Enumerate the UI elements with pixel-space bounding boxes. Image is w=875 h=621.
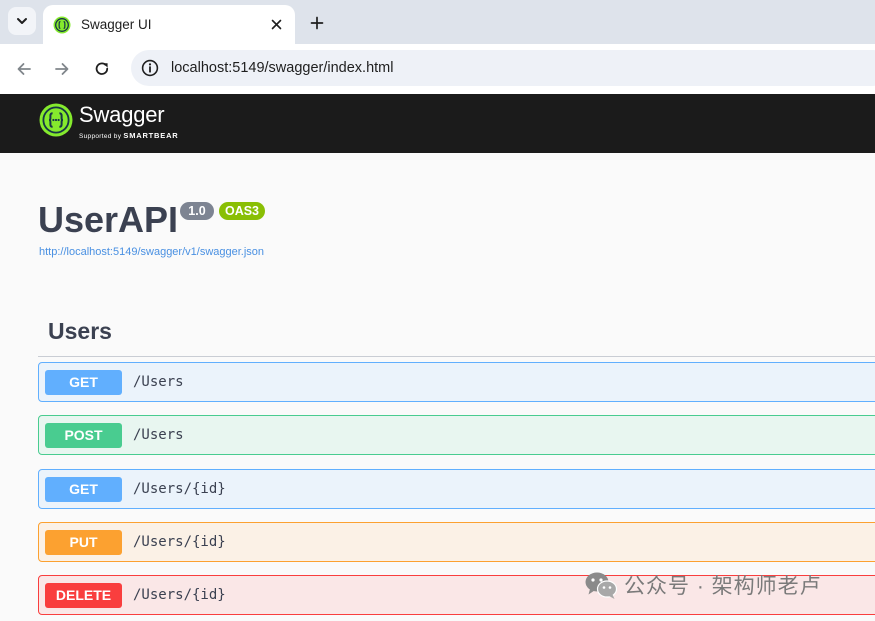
swagger-logo[interactable]: Swagger Supported by SMARTBEAR — [39, 103, 179, 140]
operation-path: /Users — [133, 374, 184, 390]
method-badge: DELETE — [45, 582, 122, 608]
close-icon — [271, 19, 281, 30]
operation-path: /Users — [133, 427, 184, 443]
back-button[interactable] — [11, 56, 37, 82]
logo-subtitle: Supported by SMARTBEAR — [79, 131, 179, 140]
swagger-favicon-icon — [53, 16, 71, 33]
info-icon[interactable] — [141, 59, 159, 77]
address-bar[interactable]: localhost:5149/swagger/index.html — [131, 50, 875, 86]
version-badge: 1.0 — [180, 202, 214, 220]
method-badge: PUT — [45, 529, 122, 555]
logo-text: Swagger Supported by SMARTBEAR — [79, 102, 179, 141]
watermark-text: 公众号 · 架构师老卢 — [624, 575, 822, 598]
operation-delete-user[interactable]: DELETE /Users/{id} — [38, 575, 875, 615]
forward-button[interactable] — [49, 56, 75, 82]
tab-search-button[interactable] — [8, 7, 36, 35]
watermark: 公众号 · 架构师老卢 — [584, 570, 822, 600]
method-badge: POST — [45, 422, 122, 448]
wechat-icon — [585, 572, 618, 599]
logo-name: Swagger — [79, 102, 165, 127]
back-arrow-icon — [17, 63, 31, 75]
reload-button[interactable] — [89, 56, 115, 82]
reload-icon — [95, 62, 109, 75]
tag-title-users[interactable]: Users — [48, 318, 112, 344]
tab-title: Swagger UI — [81, 17, 152, 32]
forward-arrow-icon — [55, 63, 69, 75]
method-badge: GET — [45, 369, 122, 395]
browser-tab[interactable]: Swagger UI — [43, 5, 295, 44]
spec-url-link[interactable]: http://localhost:5149/swagger/v1/swagger… — [39, 246, 265, 258]
method-badge: GET — [45, 476, 122, 502]
logo-sub-brand: SMARTBEAR — [123, 131, 179, 140]
browser-toolbar: localhost:5149/swagger/index.html — [0, 44, 875, 94]
swagger-logo-icon — [39, 103, 73, 137]
chevron-down-icon — [17, 18, 27, 24]
new-tab-button[interactable] — [304, 10, 330, 36]
api-title: UserAPI — [38, 199, 179, 240]
oas-badge: OAS3 — [219, 202, 265, 220]
operation-get-user-by-id[interactable]: GET /Users/{id} — [38, 469, 875, 509]
browser-tabstrip: Swagger UI — [0, 0, 875, 44]
operation-post-users[interactable]: POST /Users — [38, 415, 875, 455]
address-url[interactable]: localhost:5149/swagger/index.html — [171, 60, 394, 76]
operation-path: /Users/{id} — [133, 587, 226, 603]
tab-close-button[interactable] — [267, 16, 285, 34]
operation-get-users[interactable]: GET /Users — [38, 362, 875, 402]
tag-divider — [38, 356, 875, 357]
operation-path: /Users/{id} — [133, 481, 226, 497]
swagger-topbar: Swagger Supported by SMARTBEAR — [0, 94, 875, 153]
operation-path: /Users/{id} — [133, 534, 226, 550]
plus-icon — [310, 16, 324, 30]
logo-sub-prefix: Supported by — [79, 133, 122, 140]
operation-put-user[interactable]: PUT /Users/{id} — [38, 522, 875, 562]
